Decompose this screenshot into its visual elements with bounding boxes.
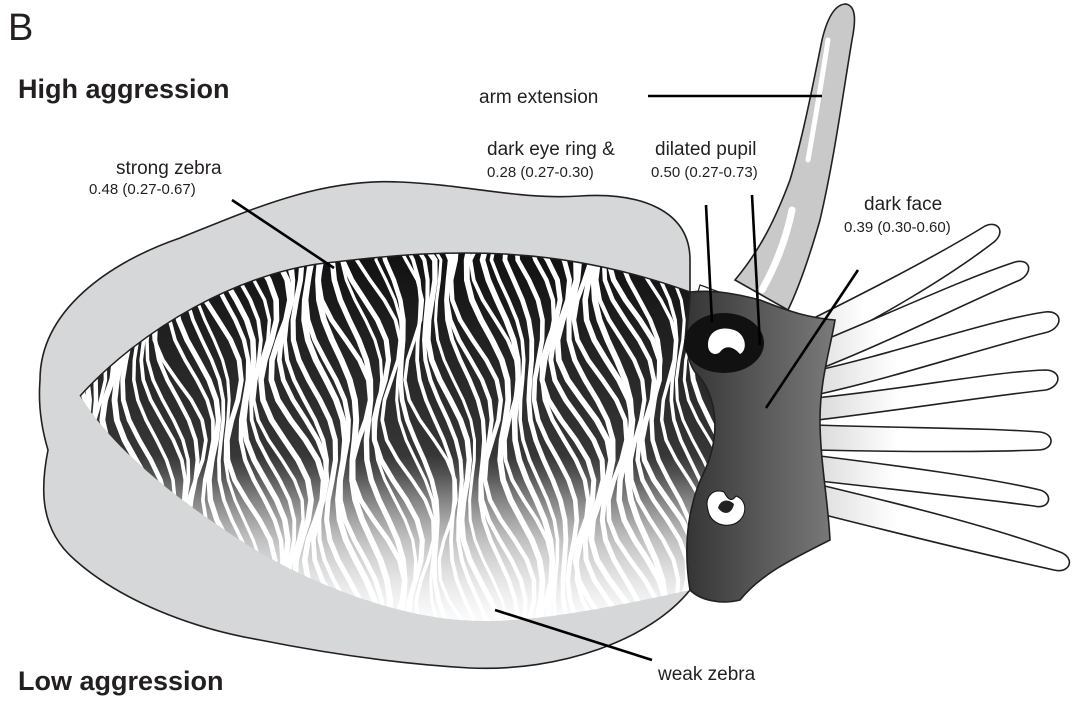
eye-ring-value: 0.28 (0.27-0.30) [487,164,594,181]
dark-eye-ring [684,313,764,373]
dark-face-value: 0.39 (0.30-0.60) [844,219,951,236]
strong-zebra-value: 0.48 (0.27-0.67) [89,181,196,198]
eye-ring-label: dark eye ring & [487,139,615,160]
pupil-value: 0.50 (0.27-0.73) [651,164,758,181]
panel-letter: B [8,7,33,49]
dark-face-label: dark face [864,194,942,215]
low-aggression-heading: Low aggression [18,666,224,696]
high-aggression-heading: High aggression [18,74,230,104]
weak-zebra-label: weak zebra [657,664,756,685]
arms [790,224,1069,570]
pupil-label: dilated pupil [655,139,756,160]
arm-extension-label: arm extension [479,87,598,108]
strong-zebra-label: strong zebra [116,158,222,179]
